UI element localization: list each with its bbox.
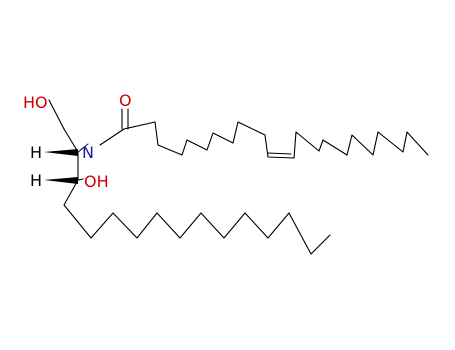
bond-c2-n-blue [82,143,89,149]
wedge-bond-h-lower [44,177,78,184]
bond-ch2-c2 [63,128,79,153]
hydrogen-label-upper: H [30,143,42,162]
bond-n-carbonyl [99,128,125,146]
carbonyl-oxygen-label: O [119,91,132,110]
bond-ho-ch2 [48,99,65,130]
hydrogen-label-lower: H [30,171,42,190]
hydroxyl-label-secondary: OH [84,172,109,191]
cis-double-bond-inner [267,152,292,155]
sphingoid-chain [63,179,331,255]
hydroxyl-label-top: HO [23,93,48,112]
bond-c2-n-black [77,147,84,153]
wedge-bond-h-upper [44,149,78,156]
bond-c3-oh [77,178,84,181]
acyl-chain [123,121,429,159]
nitrogen-label: N [82,143,94,162]
